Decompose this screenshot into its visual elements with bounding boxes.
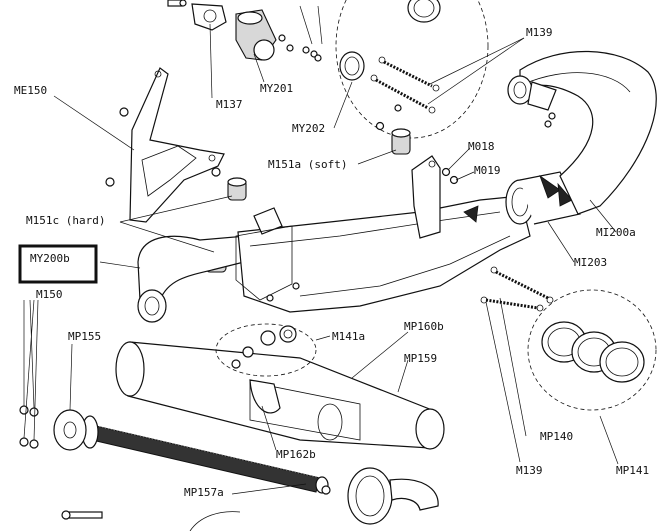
label-m151a: M151a (soft) [268, 158, 347, 171]
label-mi200a: MI200a [596, 226, 636, 239]
label-mp162b: MP162b [276, 448, 316, 461]
header-pipe-mi200a [507, 50, 657, 215]
part-labels: ME150 M137 MY201 MY202 M139 M151a (soft)… [14, 26, 649, 499]
label-m139-top: M139 [526, 26, 553, 39]
flange-mp155 [53, 409, 87, 451]
label-mp157a: MP157a [184, 486, 224, 499]
lower-part-edge [189, 511, 241, 531]
label-me150: ME150 [14, 84, 47, 97]
label-mp155: MP155 [68, 330, 101, 343]
rubber-mount-m151c-upper [227, 177, 247, 201]
nut [375, 121, 385, 131]
nut [119, 107, 129, 117]
m141a-group-outline [215, 323, 317, 377]
label-mi203: MI203 [574, 256, 607, 269]
label-mp159: MP159 [404, 352, 437, 365]
springs-mid [480, 266, 554, 312]
o-ring-top [407, 0, 441, 23]
label-m019: M019 [474, 164, 501, 177]
top-bolt [167, 0, 187, 7]
rings-mp141 [541, 321, 645, 383]
rubber-mount-m151a [391, 128, 411, 155]
bottom-bolt [61, 510, 103, 520]
bracket-me150 [129, 67, 225, 223]
silencer-mp159 [115, 341, 445, 450]
nut [394, 104, 402, 112]
manifold-my201 [235, 9, 294, 61]
label-mp141: MP141 [616, 464, 649, 477]
sleeve-my202 [339, 51, 365, 81]
label-m139-bottom: M139 [516, 464, 543, 477]
nut [105, 177, 115, 187]
perforated-tube-mp157a [81, 415, 329, 494]
my202-group-outline [335, 0, 489, 139]
label-m141a: M141a [332, 330, 365, 343]
label-my202: MY202 [292, 122, 325, 135]
end-cap [321, 467, 439, 525]
label-mp140: MP140 [540, 430, 573, 443]
nut-m019 [449, 175, 459, 185]
springs-top [370, 56, 440, 114]
nut [211, 167, 221, 177]
nuts-m150 [19, 405, 39, 449]
clamp-m141a [231, 325, 297, 414]
mp141-group-outline [527, 289, 657, 411]
label-m137: M137 [216, 98, 243, 111]
leader-lines [23, 5, 619, 495]
label-mp160b: MP160b [404, 320, 444, 333]
label-m018: M018 [468, 140, 495, 153]
label-m151c: M151c (hard) [26, 214, 105, 227]
nut-m018 [441, 167, 451, 177]
expansion-chamber [137, 155, 581, 323]
label-my201: MY201 [260, 82, 293, 95]
highlight-box-my200b: MY200b [18, 244, 98, 284]
nuts-top [302, 46, 322, 62]
label-m150: M150 [36, 288, 63, 301]
label-my200b: MY200b [30, 252, 70, 265]
flange-plate-my201 [191, 3, 227, 31]
